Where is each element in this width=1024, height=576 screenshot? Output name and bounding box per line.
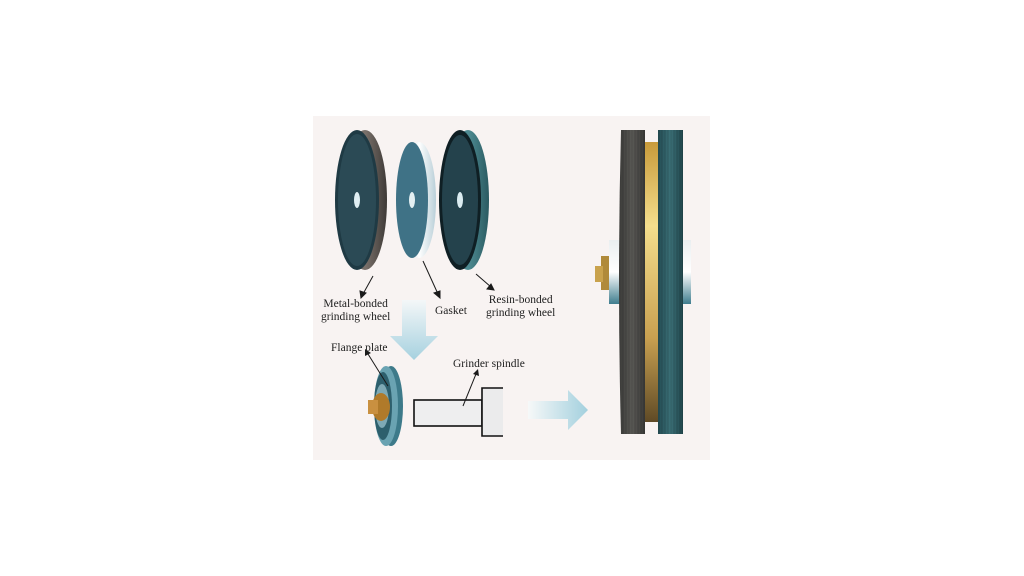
flange-plate bbox=[368, 366, 403, 446]
label-metal-bonded-wheel: Metal-bonded grinding wheel bbox=[321, 298, 390, 324]
assembled-wheel bbox=[595, 130, 691, 434]
label-line: Metal-bonded bbox=[323, 298, 388, 310]
diagram-graphics bbox=[335, 130, 691, 446]
label-resin-bonded-wheel: Resin-bonded grinding wheel bbox=[486, 294, 555, 320]
label-line: grinding wheel bbox=[321, 311, 391, 323]
label-line: grinding wheel bbox=[486, 307, 556, 319]
gasket bbox=[396, 142, 436, 258]
resin-bonded-wheel bbox=[439, 130, 489, 270]
arrow-right bbox=[528, 390, 588, 430]
grinding-wheel-assembly-diagram: Metal-bonded grinding wheel Gasket Resin… bbox=[313, 116, 710, 460]
metal-bonded-wheel bbox=[335, 130, 387, 270]
label-gasket: Gasket bbox=[435, 305, 467, 317]
leader-lines-top bbox=[359, 260, 495, 300]
grinder-spindle bbox=[413, 387, 503, 437]
arrow-down bbox=[390, 300, 438, 360]
label-grinder-spindle: Grinder spindle bbox=[453, 358, 525, 370]
label-line: Resin-bonded bbox=[488, 294, 553, 306]
label-flange-plate: Flange plate bbox=[331, 342, 388, 354]
